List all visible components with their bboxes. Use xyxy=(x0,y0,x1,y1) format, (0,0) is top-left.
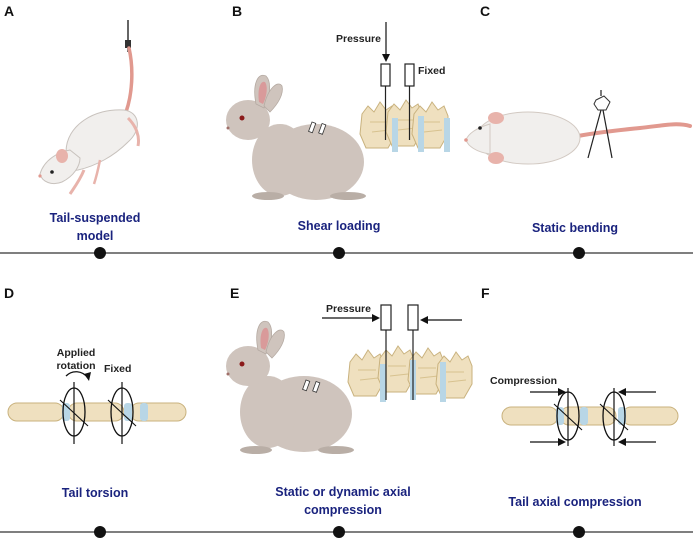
pressure-label-b: Pressure xyxy=(336,33,381,45)
timeline-dot-a xyxy=(94,247,106,259)
caption-c: Static bending xyxy=(532,221,618,235)
fixed-label-d: Fixed xyxy=(104,363,131,375)
tail-vertebrae-d xyxy=(7,402,187,422)
pressure-label-e: Pressure xyxy=(326,303,371,315)
caption-d: Tail torsion xyxy=(62,486,128,500)
timeline-top xyxy=(0,247,693,259)
caption-e-line1: Static or dynamic axial xyxy=(275,485,410,499)
caption-a-line2: model xyxy=(77,229,114,243)
timeline-dot-b xyxy=(333,247,345,259)
pressure-arrow-b xyxy=(382,22,390,62)
compression-clamps-f xyxy=(553,388,629,446)
spine-segment-e xyxy=(347,345,473,402)
panel-e: E xyxy=(226,285,473,517)
spine-segment-b xyxy=(359,99,450,152)
pressure-arrows-e xyxy=(322,314,462,324)
tail-vertebrae-f xyxy=(501,406,679,426)
timeline-dot-d xyxy=(94,526,106,538)
caption-a-line1: Tail-suspended xyxy=(50,211,141,225)
panel-a: A Tail-suspended model xyxy=(4,3,140,243)
panel-letter-b: B xyxy=(232,3,242,19)
tail-suspended-rat-illustration xyxy=(38,20,140,195)
compression-arrows-f xyxy=(530,388,656,446)
rabbit-illustration-b xyxy=(226,74,366,200)
panel-d: D Applied rotation Fixed Tail torsion xyxy=(4,285,187,500)
compression-label-f: Compression xyxy=(490,375,557,387)
applied-label-d: Applied xyxy=(57,347,96,359)
timeline-dot-c xyxy=(573,247,585,259)
loading-pins-e xyxy=(380,304,419,400)
timeline-dot-f xyxy=(573,526,585,538)
caption-f: Tail axial compression xyxy=(508,495,641,509)
caption-b: Shear loading xyxy=(298,219,381,233)
rotation-clamps-d xyxy=(59,371,137,444)
rotation-label-d: rotation xyxy=(56,360,95,372)
rabbit-illustration-e xyxy=(226,320,354,454)
panel-c: C Static bending xyxy=(464,3,692,235)
fixed-label-b: Fixed xyxy=(418,65,445,77)
panel-letter-e: E xyxy=(230,285,239,301)
timeline-dot-e xyxy=(333,526,345,538)
timeline-bottom xyxy=(0,526,693,538)
panel-letter-c: C xyxy=(480,3,490,19)
panel-letter-d: D xyxy=(4,285,14,301)
panel-b: B Pressu xyxy=(226,3,450,233)
panel-letter-a: A xyxy=(4,3,14,19)
loading-pins-b xyxy=(380,63,415,140)
bending-clamp-c xyxy=(587,90,613,159)
rat-illustration-c xyxy=(464,111,692,165)
panel-f: F Compression Tail axi xyxy=(481,285,679,509)
panel-letter-f: F xyxy=(481,285,490,301)
caption-e-line2: compression xyxy=(304,503,382,517)
